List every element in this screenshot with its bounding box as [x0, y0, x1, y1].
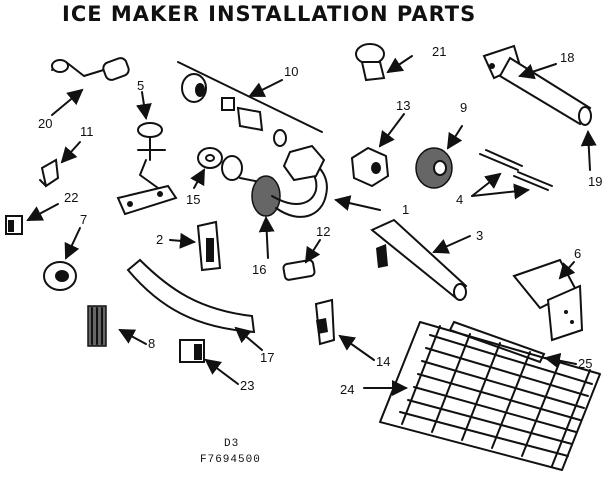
- callout-16: 16: [252, 262, 266, 277]
- part-6-mounting-bracket: [512, 258, 584, 342]
- part-code: F7694500: [200, 454, 261, 466]
- callout-17: 17: [260, 350, 274, 365]
- callout-4: 4: [456, 192, 463, 207]
- part-20-elbow-fitting: [51, 57, 130, 81]
- callout-10: 10: [284, 64, 298, 79]
- diagram-code: D3: [224, 438, 240, 450]
- part-22-clip: [5, 215, 23, 235]
- callout-6: 6: [574, 246, 581, 261]
- part-4-pins: [479, 149, 553, 191]
- part-5-water-valve: [116, 122, 178, 216]
- callout-19: 19: [588, 174, 602, 189]
- part-23-clip: [179, 339, 205, 363]
- part-3-fill-tube: [370, 218, 468, 301]
- diagram-title: ICE MAKER INSTALLATION PARTS: [62, 2, 477, 26]
- callout-15: 15: [186, 192, 200, 207]
- part-17-curved-tube: [126, 258, 256, 334]
- callout-23: 23: [240, 378, 254, 393]
- callout-8: 8: [148, 336, 155, 351]
- part-11-clip: [39, 158, 60, 188]
- part-1-inlet-tube: [221, 144, 328, 218]
- callout-numbers: 20 5 11 22 7 10 15 16 1 21 13 9 4 18 19 …: [38, 44, 602, 397]
- callout-3: 3: [476, 228, 483, 243]
- part-13-nut: [350, 146, 390, 188]
- part-12-bushing: [282, 259, 316, 281]
- part-10-fitting-set: [177, 61, 323, 147]
- callout-22: 22: [64, 190, 78, 205]
- part-9-ring: [415, 147, 453, 189]
- part-14-clip: [314, 298, 336, 346]
- callout-18: 18: [560, 50, 574, 65]
- callout-12: 12: [316, 224, 330, 239]
- callout-2: 2: [156, 232, 163, 247]
- part-21-clamp: [355, 43, 386, 82]
- part-18-shaft: [482, 44, 592, 126]
- part-2-bracket: [196, 220, 222, 272]
- callout-1: 1: [402, 202, 409, 217]
- callout-5: 5: [137, 78, 144, 93]
- callout-21: 21: [432, 44, 446, 59]
- callout-25: 25: [578, 356, 592, 371]
- callout-11: 11: [80, 124, 94, 139]
- callout-20: 20: [38, 116, 52, 131]
- callout-24: 24: [340, 382, 354, 397]
- callout-9: 9: [460, 100, 467, 115]
- callout-13: 13: [396, 98, 410, 113]
- leader-lines: [26, 55, 597, 396]
- part-7-grommet: [43, 261, 77, 291]
- callout-7: 7: [80, 212, 87, 227]
- callout-14: 14: [376, 354, 390, 369]
- part-15-washer: [197, 147, 223, 169]
- part-8-foam-pad: [87, 305, 107, 347]
